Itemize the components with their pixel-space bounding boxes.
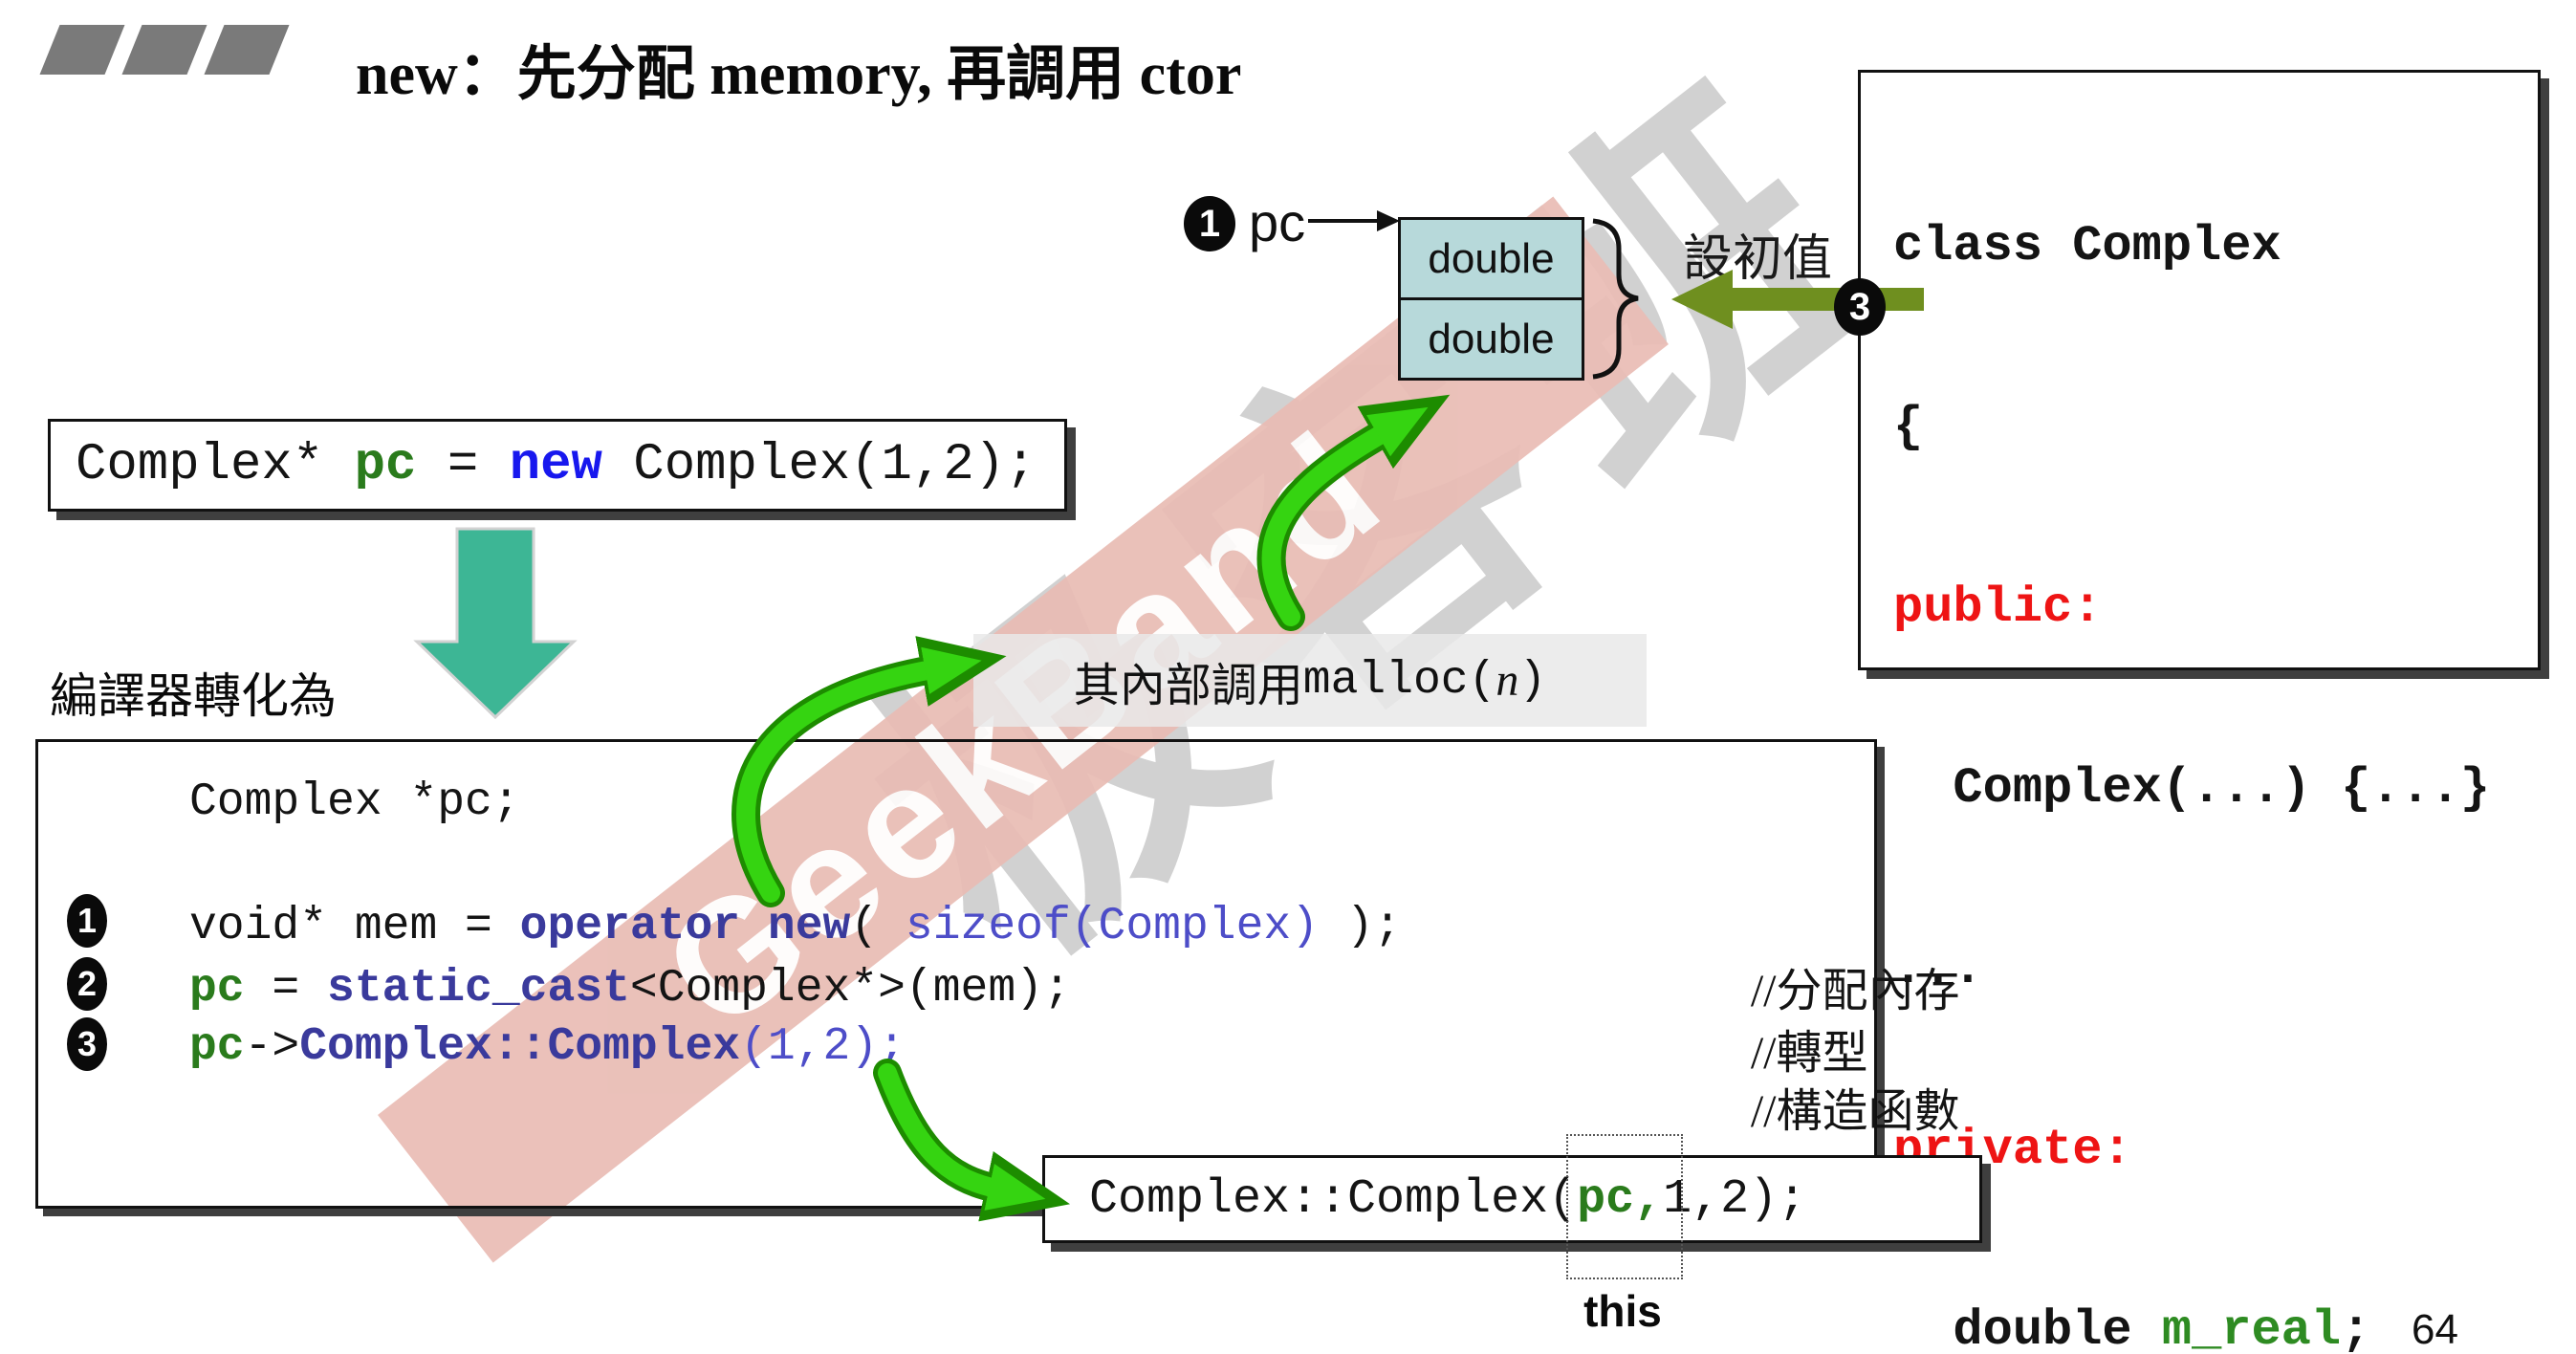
malloc-call-open: malloc(: [1302, 654, 1496, 707]
ctor-call-box: Complex::Complex(pc,1,2);: [1042, 1155, 1982, 1243]
memory-cell: double: [1428, 315, 1555, 362]
transform-down-arrow: [413, 527, 578, 720]
malloc-call-close: ): [1518, 654, 1547, 707]
memory-cells-box: double double: [1398, 217, 1584, 381]
pointer-label: pc: [1249, 192, 1306, 252]
code-comment: //分配內存: [1585, 901, 1960, 1020]
header-deco-parallelogram: [121, 25, 207, 75]
code-line: class Complex: [1893, 218, 2281, 274]
code-line: double m_real;: [1893, 1302, 2371, 1354]
malloc-size-var: n: [1495, 655, 1519, 706]
code-line: pc = static_cast<Complex*>(mem);: [189, 963, 1071, 1015]
step-badge-3: 3: [1834, 278, 1886, 336]
expanded-code-box: Complex *pc; void* mem = operator new( s…: [35, 739, 1960, 1209]
page-title: new：先分配 memory, 再調用 ctor: [356, 42, 1242, 107]
code-line: public:: [1893, 579, 2103, 636]
code-line: private:: [1893, 1122, 2132, 1178]
memory-cell: double: [1401, 220, 1582, 300]
source-statement-box: Complex* pc = new Complex(1,2);: [48, 419, 1067, 512]
code-line: Complex *pc;: [189, 776, 520, 828]
code-line: ...: [1893, 941, 1983, 997]
code-line: {: [1893, 399, 1924, 455]
code-line: pc->Complex::Complex(1,2);: [189, 1021, 906, 1073]
comment-text: //分配內存: [1750, 966, 1960, 1016]
this-label: this: [1583, 1286, 1662, 1336]
step-badge-2: 2: [67, 957, 107, 1011]
code-comment: //轉型: [1585, 963, 1868, 1082]
malloc-annotation-prefix: 其內部調用: [1073, 660, 1303, 711]
step-badge-1: 1: [67, 894, 107, 948]
header-deco-parallelogram: [39, 25, 125, 75]
compiler-transform-label: 編譯器轉化為: [50, 669, 337, 723]
step-badge-3: 3: [67, 1017, 107, 1071]
code-line: Complex* pc = new Complex(1,2);: [76, 436, 1037, 494]
malloc-annotation: 其內部調用 malloc(n): [973, 634, 1647, 727]
code-line: Complex::Complex(pc,1,2);: [1089, 1171, 1807, 1227]
code-line: void* mem = operator new( sizeof(Complex…: [189, 901, 1402, 952]
comment-text: //轉型: [1750, 1028, 1868, 1079]
page-number: 64: [2412, 1306, 2458, 1353]
code-line: Complex(...) {...}: [1893, 760, 2491, 817]
code-comment: //構造函數: [1585, 1021, 1960, 1141]
init-annotation: 設初值: [1683, 232, 1833, 287]
this-highlight-rect: [1566, 1134, 1683, 1279]
class-definition-box: class Complex { public: Complex(...) {..…: [1858, 70, 2541, 1354]
comment-text: //構造函數: [1750, 1086, 1960, 1137]
step-badge-1: 1: [1184, 196, 1235, 251]
header-deco-parallelogram: [204, 25, 290, 75]
